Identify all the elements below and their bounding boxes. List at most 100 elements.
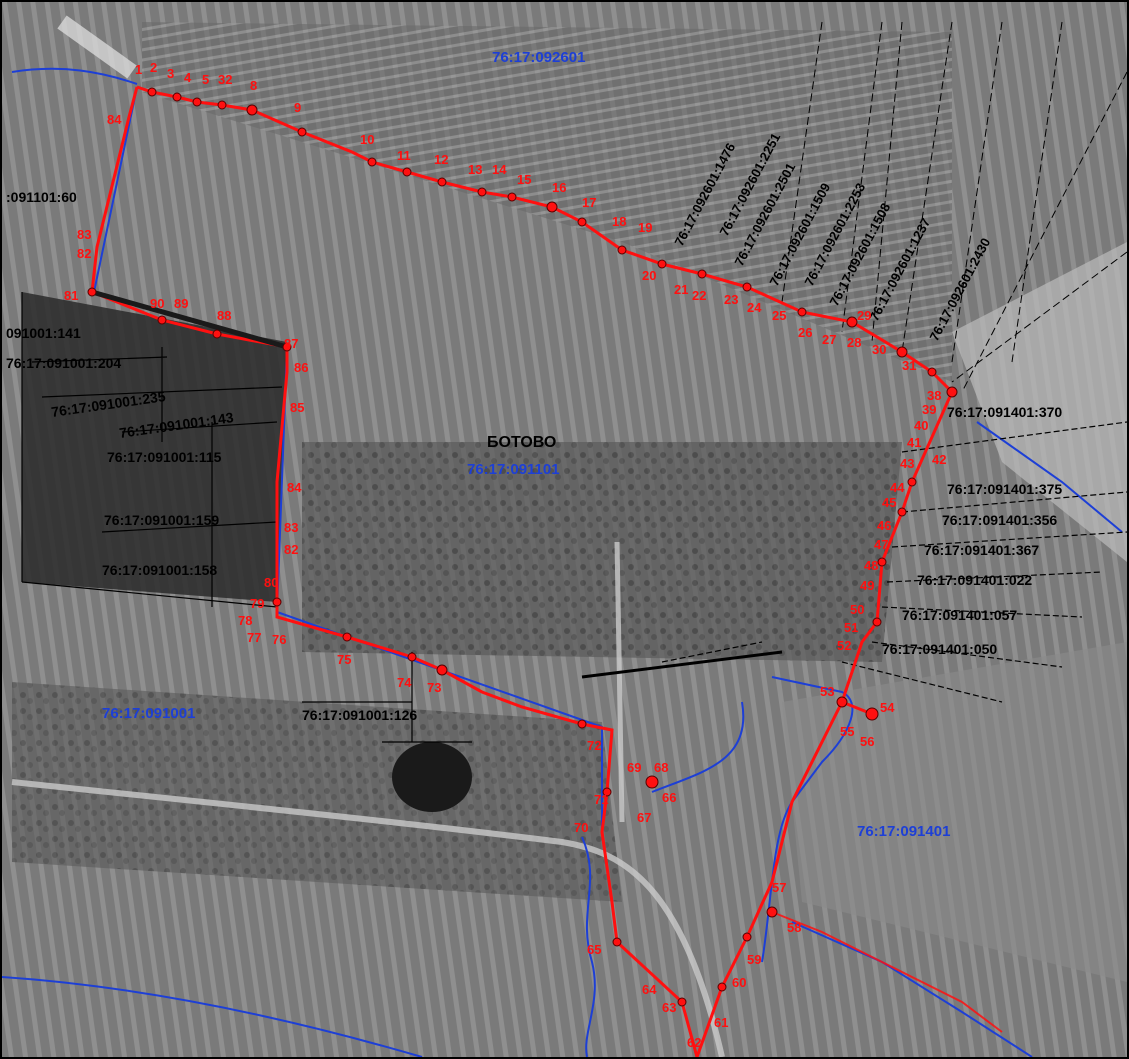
blue-river xyxy=(581,836,596,1057)
point-number: 52 xyxy=(837,638,851,653)
parcel-label: 76:17:091001:126 xyxy=(302,707,417,723)
parcel-label: 76:17:091001:204 xyxy=(6,355,121,371)
point-number: 20 xyxy=(642,268,656,283)
point-number: 19 xyxy=(638,220,652,235)
point-number: 40 xyxy=(914,418,928,433)
point-number: 71 xyxy=(594,792,608,807)
point-number: 5 xyxy=(202,72,209,87)
parcel-label: 76:17:091001:115 xyxy=(107,449,222,465)
parcel-label: 76:17:091401:057 xyxy=(902,607,1017,623)
point-number: 77 xyxy=(247,630,261,645)
point-number: 38 xyxy=(927,388,941,403)
point-number: 76 xyxy=(272,632,286,647)
point-number: 55 xyxy=(840,724,854,739)
point-number: 59 xyxy=(747,952,761,967)
point-number: 23 xyxy=(724,292,738,307)
point-number: 87 xyxy=(284,336,298,351)
boundary-points xyxy=(87,87,958,1007)
point-number: 1 xyxy=(135,62,142,77)
point-number: 84 xyxy=(107,112,122,127)
point-number: 22 xyxy=(692,288,706,303)
point-number: 82 xyxy=(284,542,298,557)
parcel-label: :091101:60 xyxy=(6,189,77,205)
point-number: 83 xyxy=(77,227,91,242)
red-boundary-west xyxy=(90,86,699,1057)
parcel-label: 76:17:091001:159 xyxy=(104,512,219,528)
point-number: 45 xyxy=(882,495,896,510)
point-number: 42 xyxy=(932,452,946,467)
point-number: 58 xyxy=(787,920,801,935)
point-number: 9 xyxy=(294,100,301,115)
point-number: 72 xyxy=(587,738,601,753)
point-number: 57 xyxy=(772,880,786,895)
settlement-southwest xyxy=(12,682,622,902)
point-number: 8 xyxy=(250,78,257,93)
point-number: 2 xyxy=(150,60,157,75)
point-number: 50 xyxy=(850,602,864,617)
point-number: 78 xyxy=(238,613,252,628)
point-number: 80 xyxy=(264,575,278,590)
point-number: 18 xyxy=(612,214,626,229)
point-number: 90 xyxy=(150,296,164,311)
point-number: 79 xyxy=(250,596,264,611)
parcel-label: 76:17:091401:375 xyxy=(947,481,1062,497)
point-number: 30 xyxy=(872,342,886,357)
quarter-label-north: 76:17:092601 xyxy=(492,49,585,66)
point-number: 88 xyxy=(217,308,231,323)
point-number: 68 xyxy=(654,760,668,775)
point-number: 51 xyxy=(844,620,858,635)
point-number: 47 xyxy=(874,537,888,552)
blue-boundary-north xyxy=(11,67,138,85)
parcel-label: 091001:141 xyxy=(6,325,81,341)
parcel-label: 76:17:091401:356 xyxy=(942,512,1057,528)
quarter-label-west: 76:17:091001 xyxy=(102,705,195,722)
point-number: 4 xyxy=(184,70,192,85)
point-number: 21 xyxy=(674,282,688,297)
point-number: 43 xyxy=(900,456,914,471)
field-east-light xyxy=(952,242,1127,562)
point-number: 12 xyxy=(434,152,448,167)
point-number: 54 xyxy=(880,700,895,715)
point-number: 48 xyxy=(864,558,878,573)
blue-line-east xyxy=(976,421,1123,533)
parcel-label: 76:17:091401:022 xyxy=(917,572,1032,588)
point-number: 85 xyxy=(290,400,304,415)
point-number: 24 xyxy=(747,300,762,315)
point-number: 65 xyxy=(587,942,601,957)
point-number: 67 xyxy=(637,810,651,825)
point-number: 15 xyxy=(517,172,531,187)
point-number: 46 xyxy=(877,518,891,533)
blue-boundary-west xyxy=(92,86,603,832)
point-number: 73 xyxy=(427,680,441,695)
point-number: 61 xyxy=(714,1015,728,1030)
point-number: 56 xyxy=(860,734,874,749)
point-number: 70 xyxy=(574,820,588,835)
line-73-74 xyxy=(581,650,783,679)
point-number: 14 xyxy=(492,162,507,177)
field-north xyxy=(142,22,952,382)
point-number: 27 xyxy=(822,332,836,347)
parcel-label: 76:17:091001:158 xyxy=(102,562,217,578)
field-southeast xyxy=(782,642,1127,982)
parcel-lines-south xyxy=(302,652,472,743)
quarter-label-east: 76:17:091401 xyxy=(857,823,950,840)
point-number: 69 xyxy=(627,760,641,775)
road-south xyxy=(11,779,725,1057)
point-number: 89 xyxy=(174,296,188,311)
point-number: 75 xyxy=(337,652,351,667)
point-number: 66 xyxy=(662,790,676,805)
point-number: 32 xyxy=(218,72,232,87)
point-number: 82 xyxy=(77,246,91,261)
red-boundary-southeast xyxy=(771,911,1003,1033)
place-name: БОТОВО xyxy=(487,434,556,451)
parcel-label: 76:17:091401:370 xyxy=(947,404,1062,420)
point-number: 29 xyxy=(857,308,871,323)
point-number: 84 xyxy=(287,480,302,495)
blue-stream-village xyxy=(651,701,745,793)
pond xyxy=(392,742,472,812)
point-number: 64 xyxy=(642,982,657,997)
blue-line-southeast xyxy=(791,921,1033,1057)
village-zone xyxy=(302,442,902,662)
